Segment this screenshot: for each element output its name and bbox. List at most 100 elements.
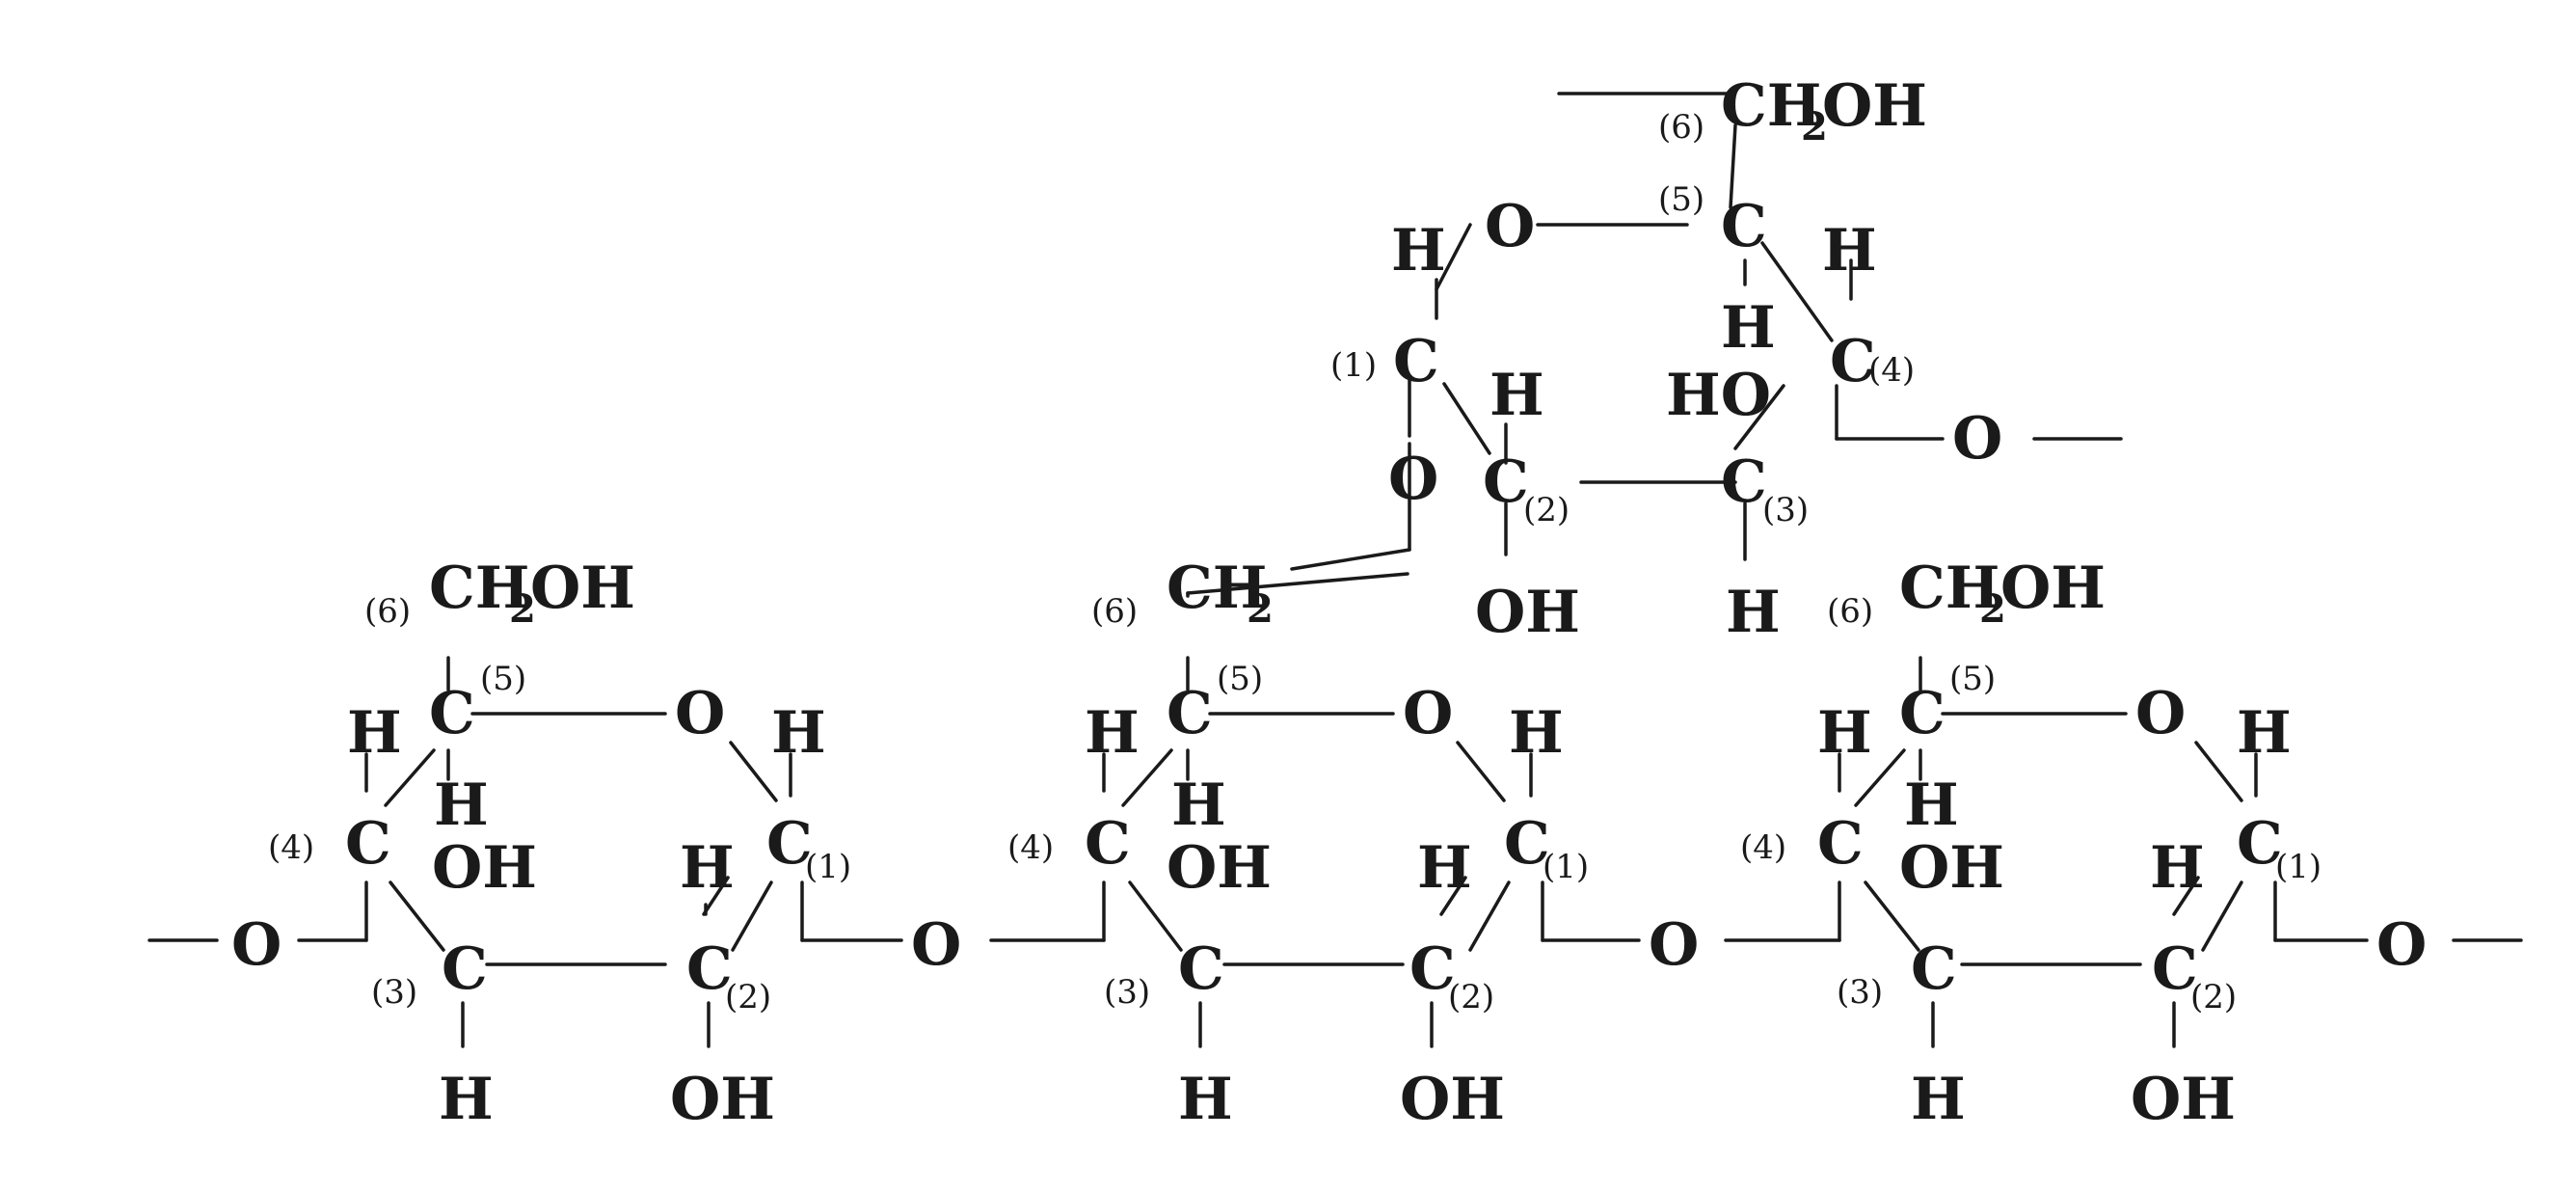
position-label: (5): [1949, 660, 1996, 698]
atom-label: OH: [1400, 1066, 1505, 1133]
bond: [1854, 748, 1906, 807]
bond: [702, 876, 730, 916]
atom-label: H: [2237, 699, 2292, 767]
bond: [389, 880, 445, 952]
atom-label: C: [1899, 680, 1945, 747]
right-glucose-unit: (6) CH 2 OH C (5) O H H H (4) C OH H C (…: [1740, 555, 2427, 1133]
atom-label: C: [1817, 810, 1864, 878]
bond: [1468, 880, 1511, 952]
bond: [1456, 741, 1506, 802]
atom-label: HO: [1666, 362, 1771, 429]
atom-label: C: [345, 810, 391, 878]
atom-label: C: [429, 680, 475, 747]
bond: [1186, 572, 1409, 595]
position-label: (3): [371, 973, 417, 1012]
atom-label: OH: [1822, 72, 1927, 140]
atom-label: OH: [670, 1066, 775, 1133]
atom-label: OH: [530, 555, 635, 622]
atom-label: OH: [432, 834, 537, 902]
position-label: (4): [1740, 828, 1786, 867]
atom-label: H: [680, 834, 735, 902]
position-label: (4): [1868, 351, 1915, 390]
bond: [1729, 123, 1737, 209]
left-glucose-unit: (6) CH 2 OH C (5) O H H H (4) C OH H C (…: [231, 555, 961, 1133]
position-label: (3): [1104, 973, 1150, 1012]
atom-label: H: [1489, 362, 1544, 429]
position-label: (6): [1658, 108, 1704, 147]
position-label: (4): [1007, 828, 1054, 867]
position-label: (3): [1837, 973, 1883, 1012]
atom-label: CH: [1721, 72, 1821, 140]
bond: [1733, 384, 1785, 450]
atom-label: H: [1171, 772, 1226, 839]
bond: [731, 880, 773, 952]
atom-label: C: [1167, 680, 1213, 747]
atom-label: O: [1403, 680, 1453, 747]
atom-label: H: [1817, 699, 1872, 767]
position-label: (3): [1762, 491, 1809, 529]
atom-label: C: [2237, 810, 2283, 878]
atom-label: C: [1393, 328, 1439, 395]
atom-label: C: [686, 935, 733, 1003]
atom-label: H: [771, 699, 826, 767]
atom-label: C: [1409, 935, 1456, 1003]
bond: [1439, 876, 1467, 916]
bond: [1864, 880, 1920, 952]
position-label: (5): [480, 660, 526, 698]
position-label: (6): [1091, 592, 1138, 631]
bond: [1290, 548, 1411, 571]
atom-label: H: [1726, 579, 1781, 646]
atom-subscript: 2: [1979, 586, 2006, 632]
atom-label: CH: [429, 555, 529, 622]
position-label: (2): [725, 978, 771, 1016]
position-label: (1): [805, 848, 851, 886]
middle-glucose-unit: (6) CH 2 C (5) O H H H (4) C OH H C (1) …: [1007, 555, 1699, 1133]
position-label: (6): [364, 592, 411, 631]
bond: [1435, 223, 1472, 291]
atom-label: H: [1904, 772, 1959, 839]
bond-lines: [148, 92, 2523, 1048]
bond: [384, 748, 436, 807]
atom-label: H: [1509, 699, 1564, 767]
position-label: (1): [1330, 346, 1377, 385]
position-label: (2): [1523, 491, 1570, 529]
position-label: (1): [1543, 848, 1589, 886]
atom-label: C: [1504, 810, 1550, 878]
atom-subscript: 2: [509, 586, 536, 632]
atom-label: C: [2152, 935, 2198, 1003]
atom-label: O: [231, 911, 282, 979]
atom-subscript: 2: [1247, 586, 1274, 632]
atom-label: H: [347, 699, 402, 767]
atom-label: H: [1721, 294, 1776, 362]
atom-label: H: [1391, 217, 1446, 284]
atom-label: H: [1085, 699, 1140, 767]
position-label: (2): [2190, 978, 2237, 1016]
bond: [1760, 241, 1834, 342]
atom-label: O: [2135, 680, 2186, 747]
atom-label: H: [434, 772, 489, 839]
atom-label: H: [1178, 1066, 1233, 1133]
atom-label: O: [1388, 446, 1438, 513]
position-label: (4): [268, 828, 314, 867]
atom-label: H: [1822, 217, 1877, 284]
atom-label: OH: [2131, 1066, 2236, 1133]
atom-label: C: [1085, 810, 1131, 878]
atom-label: O: [911, 911, 961, 979]
bond: [1121, 748, 1173, 807]
atom-label: H: [2150, 834, 2205, 902]
atom-label: O: [1952, 405, 2002, 473]
bond: [1442, 382, 1491, 455]
atom-label: H: [1417, 834, 1472, 902]
position-label: (6): [1827, 592, 1873, 631]
atom-label: OH: [1167, 834, 1272, 902]
bond: [1128, 880, 1183, 952]
atom-label: O: [1649, 911, 1699, 979]
atom-label: O: [675, 680, 725, 747]
bond: [2172, 876, 2200, 916]
atom-label: C: [1483, 448, 1529, 516]
branch-glucose-unit: (6) CH 2 OH O (5) C H H H (1) C C (4) H …: [1330, 72, 2002, 646]
atom-label: OH: [2000, 555, 2106, 622]
bond: [2201, 880, 2243, 952]
atom-label: H: [439, 1066, 494, 1133]
atom-label: H: [1911, 1066, 1966, 1133]
